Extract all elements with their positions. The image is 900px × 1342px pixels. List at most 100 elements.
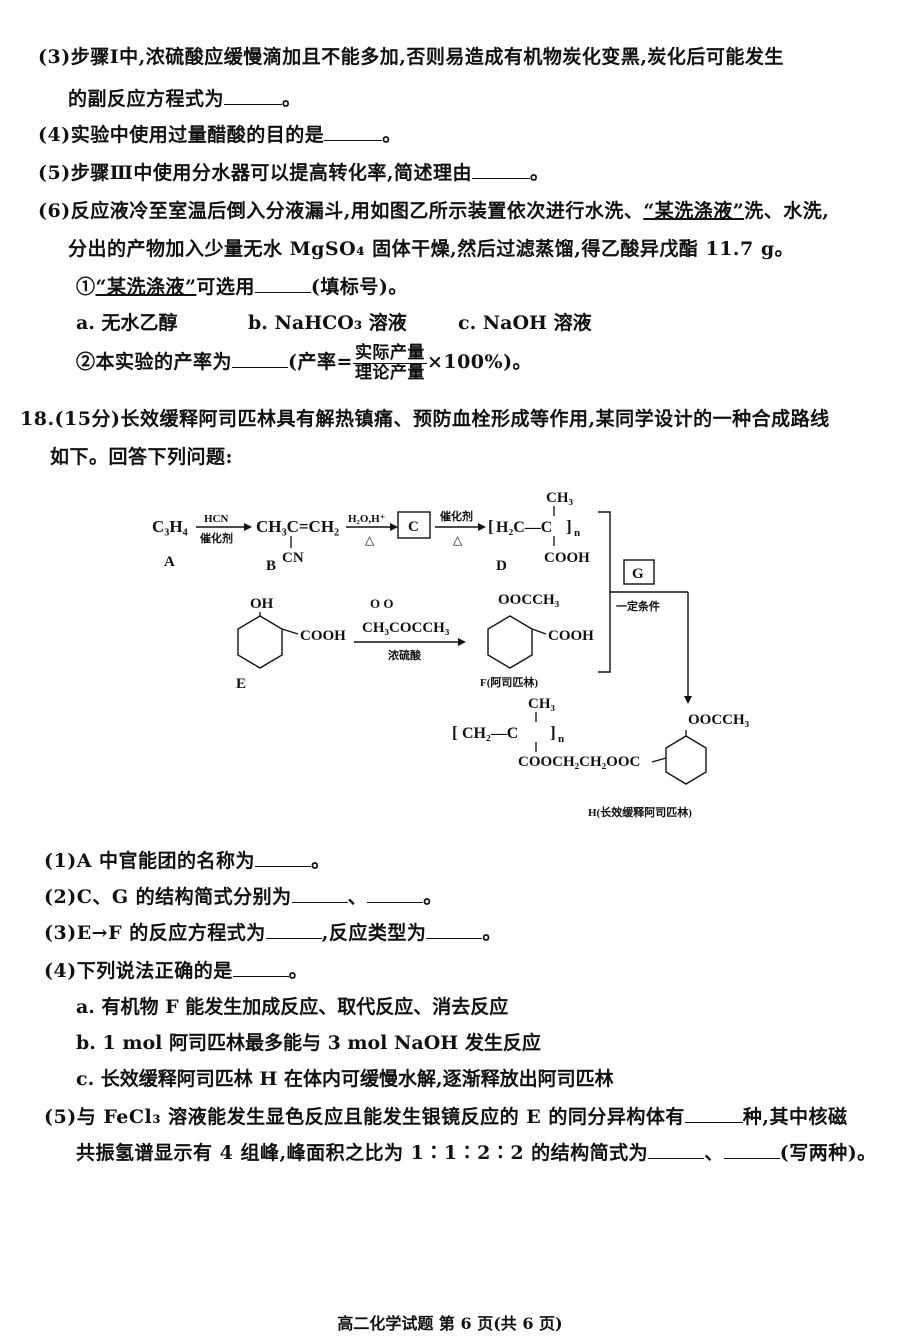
- sub2-text: ②本实验的产率为: [76, 351, 233, 374]
- reagent-sulfuric: 浓硫酸: [388, 648, 422, 662]
- q18-option-a: a. 有机物 F 能发生加成反应、取代反应、消去反应: [76, 996, 509, 1018]
- answer-blank[interactable]: [426, 921, 483, 939]
- compound-e-oh: OH: [250, 596, 274, 612]
- wash-liquid-term: “某洗涤液”: [95, 276, 197, 298]
- q17-item6-sub1: ①“某洗涤液”可选用(填标号)。: [76, 272, 408, 299]
- q17-item4: (4)实验中使用过量醋酸的目的是 。: [38, 120, 402, 147]
- answer-blank[interactable]: [224, 87, 283, 105]
- period: 。: [382, 124, 402, 146]
- label-e: E: [236, 676, 246, 692]
- answer-blank[interactable]: [367, 885, 424, 903]
- box-g: [623, 559, 655, 585]
- compound-h-bracket-left: [: [452, 723, 458, 742]
- q18-option-c: c. 长效缓释阿司匹林 H 在体内可缓慢水解,逐渐释放出阿司匹林: [76, 1068, 614, 1090]
- q18-item5-mid: 种,其中核磁: [742, 1106, 848, 1128]
- yield-def: (产率=: [288, 351, 353, 374]
- reagent-catalyst-2: 催化剂: [440, 509, 473, 523]
- option-c: c. NaOH 溶液: [458, 312, 592, 334]
- q17-item5-text: (5)步骤Ⅲ中使用分水器可以提高转化率,简述理由: [38, 162, 472, 184]
- q18-stem-line1: 18.(15分)长效缓释阿司匹林具有解热镇痛、预防血栓形成等作用,某同学设计的一…: [20, 408, 830, 430]
- condition-label: 一定条件: [616, 599, 660, 613]
- answer-blank[interactable]: [324, 123, 383, 141]
- q18-item3-mid: ,反应类型为: [321, 922, 427, 944]
- period: 。: [529, 162, 550, 184]
- arrowhead: [244, 523, 252, 531]
- answer-blank[interactable]: [265, 921, 322, 939]
- answer-blank[interactable]: [255, 849, 312, 867]
- compound-h-n: n: [558, 733, 564, 745]
- benzene-ring-f: [487, 615, 533, 669]
- q17-item5: (5)步骤Ⅲ中使用分水器可以提高转化率,简述理由 。: [38, 158, 549, 185]
- q17-item3-line1: (3)步骤Ⅰ中,浓硫酸应缓慢滴加且不能多加,否则易造成有机物炭化变黑,炭化后可能…: [38, 46, 784, 68]
- separator: 、: [704, 1142, 724, 1164]
- sub1-text: 可选用: [196, 276, 255, 298]
- compound-h-chain: CH₂—C: [462, 725, 518, 742]
- q17-item3-text: 的副反应方程式为: [68, 88, 225, 110]
- compound-f-ester: OOCCH₃: [498, 592, 560, 608]
- bond: [531, 628, 547, 635]
- bond: [651, 757, 667, 763]
- q18-stem-line2: 如下。回答下列问题:: [50, 446, 234, 468]
- q18-item2: (2)C、G 的结构简式分别为 、 。: [44, 882, 443, 909]
- answer-blank[interactable]: [684, 1105, 743, 1123]
- reagent-hcn: HCN: [204, 513, 229, 525]
- q17-item6-sub2: ②本实验的产率为 (产率=实际产量理论产量×100%)。: [76, 344, 532, 382]
- answer-blank[interactable]: [648, 1141, 705, 1159]
- compound-c-blank: C: [408, 519, 419, 535]
- q18-item1-text: (1)A 中官能团的名称为: [44, 850, 256, 872]
- q18-item4: (4)下列说法正确的是。: [44, 956, 308, 983]
- q17-item6-text: (6)反应液冷至室温后倒入分液漏斗,用如图乙所示装置依次进行水洗、: [38, 200, 644, 222]
- compound-g-blank: G: [632, 566, 644, 582]
- benzene-ring-h: [665, 735, 707, 785]
- answer-blank[interactable]: [723, 1141, 780, 1159]
- q18-item2-text: (2)C、G 的结构简式分别为: [44, 886, 292, 908]
- compound-d-cooh: COOH: [544, 550, 590, 566]
- q18-item5-line2: 共振氢谱显示有 4 组峰,峰面积之比为 1∶1∶2∶2 的结构简式为、(写两种)…: [76, 1138, 877, 1165]
- compound-b-chain: CH₃C=CH₂: [256, 517, 339, 536]
- answer-blank[interactable]: [232, 350, 289, 369]
- answer-blank[interactable]: [254, 275, 311, 293]
- compound-d-bracket-left: [: [488, 517, 494, 536]
- label-a: A: [164, 554, 175, 570]
- join-bracket: [598, 511, 611, 673]
- q17-item6-text-end: 洗、水洗,: [744, 200, 830, 222]
- answer-blank[interactable]: [471, 161, 530, 179]
- q17-item3-line2: 的副反应方程式为。: [68, 84, 302, 111]
- page-footer: 高二化学试题 第 6 页(共 6 页): [337, 1314, 563, 1333]
- compound-b-cn: CN: [282, 550, 304, 566]
- option-b: b. NaHCO₃ 溶液: [248, 312, 407, 334]
- arrowhead: [478, 523, 486, 531]
- compound-h-ooc: OOCCH₃: [688, 712, 750, 728]
- wash-liquid-term: “某洗涤液”: [643, 200, 745, 222]
- compound-d-n: n: [574, 527, 580, 539]
- q18-item5-text: (5)与 FeCl₃ 溶液能发生显色反应且能发生银镜反应的 E 的同分异构体有: [44, 1106, 685, 1128]
- reagent-heat: △: [365, 533, 375, 547]
- arrowhead: [684, 696, 692, 704]
- period: 。: [423, 886, 443, 908]
- anhydride-formula: CH₃COCCH₃: [362, 620, 450, 636]
- compound-h-ester: COOCH₂CH₂OOC: [518, 754, 640, 770]
- q17-item6-line1: (6)反应液冷至室温后倒入分液漏斗,用如图乙所示装置依次进行水洗、“某洗涤液”洗…: [38, 196, 829, 223]
- compound-a-formula: C₃H₄: [152, 517, 188, 536]
- q17-item6-line2: 分出的产物加入少量无水 MgSO₄ 固体干燥,然后过滤蒸馏,得乙酸异戊酯 11.…: [68, 238, 795, 260]
- compound-d-bracket-right: ]: [566, 517, 572, 536]
- arrowhead: [390, 523, 398, 531]
- separator: 、: [347, 886, 368, 908]
- yield-fraction: 实际产量理论产量: [352, 344, 427, 382]
- q18-item5-tail: (写两种)。: [779, 1142, 877, 1164]
- yield-tail: ×100%)。: [426, 351, 533, 374]
- compound-f-cooh: COOH: [548, 628, 594, 644]
- arrowhead: [458, 638, 466, 646]
- label-h: H(长效缓释阿司匹林): [588, 805, 692, 819]
- benzene-ring-e: [237, 615, 283, 669]
- q18-item3-text: (3)E→F 的反应方程式为: [44, 922, 266, 944]
- box-c: [397, 511, 431, 539]
- q17-item4-text: (4)实验中使用过量醋酸的目的是: [38, 124, 325, 146]
- reagent-heat-2: △: [453, 533, 463, 547]
- answer-blank[interactable]: [291, 885, 348, 903]
- answer-blank[interactable]: [232, 959, 289, 977]
- q18-item1: (1)A 中官能团的名称为。: [44, 846, 331, 873]
- sub1-tail: (填标号)。: [310, 276, 408, 298]
- label-b: B: [266, 558, 276, 574]
- synthesis-route-diagram: C₃H₄ A HCN 催化剂 CH₃C=CH₂ CN B H₂O,H⁺ △ C …: [152, 490, 750, 819]
